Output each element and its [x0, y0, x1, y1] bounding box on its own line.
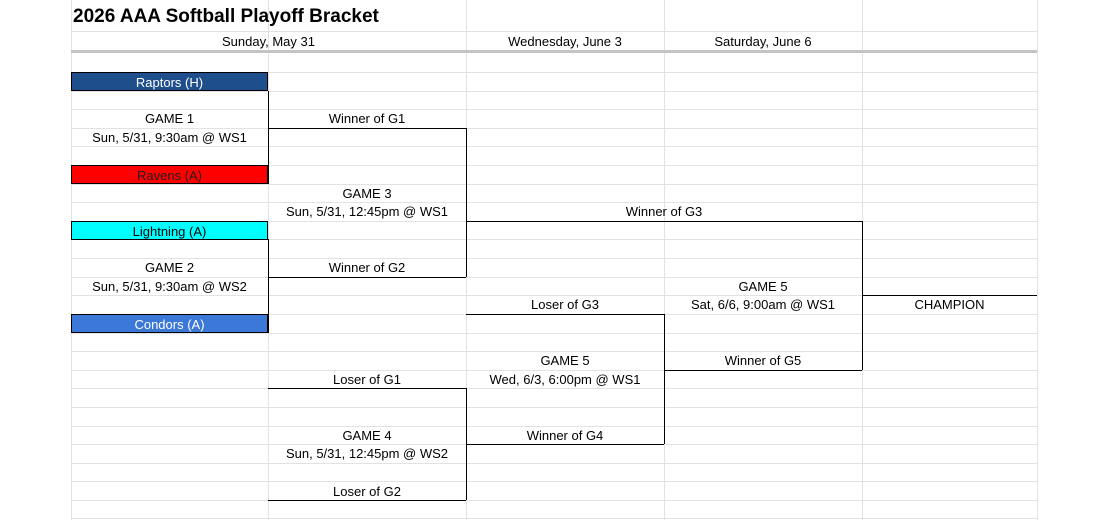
bracket-line [268, 239, 269, 333]
column-gridline [71, 0, 72, 520]
slot-winner-g5: Winner of G5 [724, 353, 802, 368]
bracket-line [268, 91, 269, 184]
bracket-line [466, 221, 862, 222]
slot-loser-g2: Loser of G2 [333, 484, 401, 499]
row-gridline [71, 72, 1037, 73]
bracket-line [268, 388, 466, 389]
champion-label: CHAMPION [914, 297, 985, 312]
row-gridline [71, 128, 1037, 129]
bracket-line [466, 314, 664, 315]
game-2-detail: Sun, 5/31, 9:30am @ WS2 [92, 279, 247, 294]
column-gridline [664, 0, 665, 520]
bracket-line [268, 128, 466, 129]
game-4-title: GAME 4 [342, 428, 392, 443]
row-gridline [71, 295, 1037, 296]
row-gridline [71, 426, 1037, 427]
game-5-wed-detail: Wed, 6/3, 6:00pm @ WS1 [489, 372, 641, 387]
row-gridline [71, 165, 1037, 166]
team-cell-ravens[interactable]: Ravens (A) [71, 165, 268, 184]
team-cell-lightning[interactable]: Lightning (A) [71, 221, 268, 240]
row-gridline [71, 109, 1037, 110]
game-1-detail: Sun, 5/31, 9:30am @ WS1 [92, 130, 247, 145]
row-gridline [71, 146, 1037, 147]
row-gridline [71, 463, 1037, 464]
row-gridline [71, 388, 1037, 389]
game-2-title: GAME 2 [144, 260, 195, 275]
day-header-wednesday: Wednesday, June 3 [508, 34, 622, 49]
team-cell-condors[interactable]: Condors (A) [71, 314, 268, 333]
bracket-line [268, 500, 466, 501]
slot-winner-g1: Winner of G1 [328, 111, 406, 126]
team-cell-raptors[interactable]: Raptors (H) [71, 72, 268, 91]
bracket-line [466, 128, 467, 277]
row-gridline [71, 31, 1037, 32]
row-gridline [71, 258, 1037, 259]
row-gridline [71, 500, 1037, 501]
slot-winner-g2: Winner of G2 [328, 260, 406, 275]
row-gridline [71, 481, 1037, 482]
game-5-sat-detail: Sat, 6/6, 9:00am @ WS1 [691, 297, 835, 312]
bracket-line [268, 277, 466, 278]
game-5-wed-title: GAME 5 [540, 353, 590, 368]
bracket-line [862, 295, 1037, 296]
game-3-detail: Sun, 5/31, 12:45pm @ WS1 [285, 204, 449, 219]
bracket-line [466, 444, 664, 445]
row-gridline [71, 239, 1037, 240]
slot-loser-g1: Loser of G1 [333, 372, 401, 387]
row-gridline [71, 333, 1037, 334]
bracket-line [664, 314, 665, 444]
slot-loser-g3: Loser of G3 [531, 297, 599, 312]
row-gridline [71, 184, 1037, 185]
sheet-title: 2026 AAA Softball Playoff Bracket [73, 6, 379, 27]
day-header-sunday: Sunday, May 31 [222, 34, 315, 49]
game-5-sat-title: GAME 5 [738, 279, 788, 294]
row-gridline [71, 370, 1037, 371]
bracket-line [664, 370, 862, 371]
slot-winner-g3: Winner of G3 [625, 204, 703, 219]
game-3-title: GAME 3 [342, 186, 392, 201]
game-1-title: GAME 1 [144, 111, 195, 126]
day-header-saturday: Saturday, June 6 [714, 34, 812, 49]
row-gridline [71, 351, 1037, 352]
header-separator [71, 50, 1037, 53]
row-gridline [71, 518, 1037, 519]
row-gridline [71, 277, 1037, 278]
row-gridline [71, 91, 1037, 92]
row-gridline [71, 407, 1037, 408]
slot-winner-g4: Winner of G4 [526, 428, 604, 443]
game-4-detail: Sun, 5/31, 12:45pm @ WS2 [285, 446, 449, 461]
row-gridline [71, 202, 1037, 203]
column-gridline [1037, 0, 1038, 520]
